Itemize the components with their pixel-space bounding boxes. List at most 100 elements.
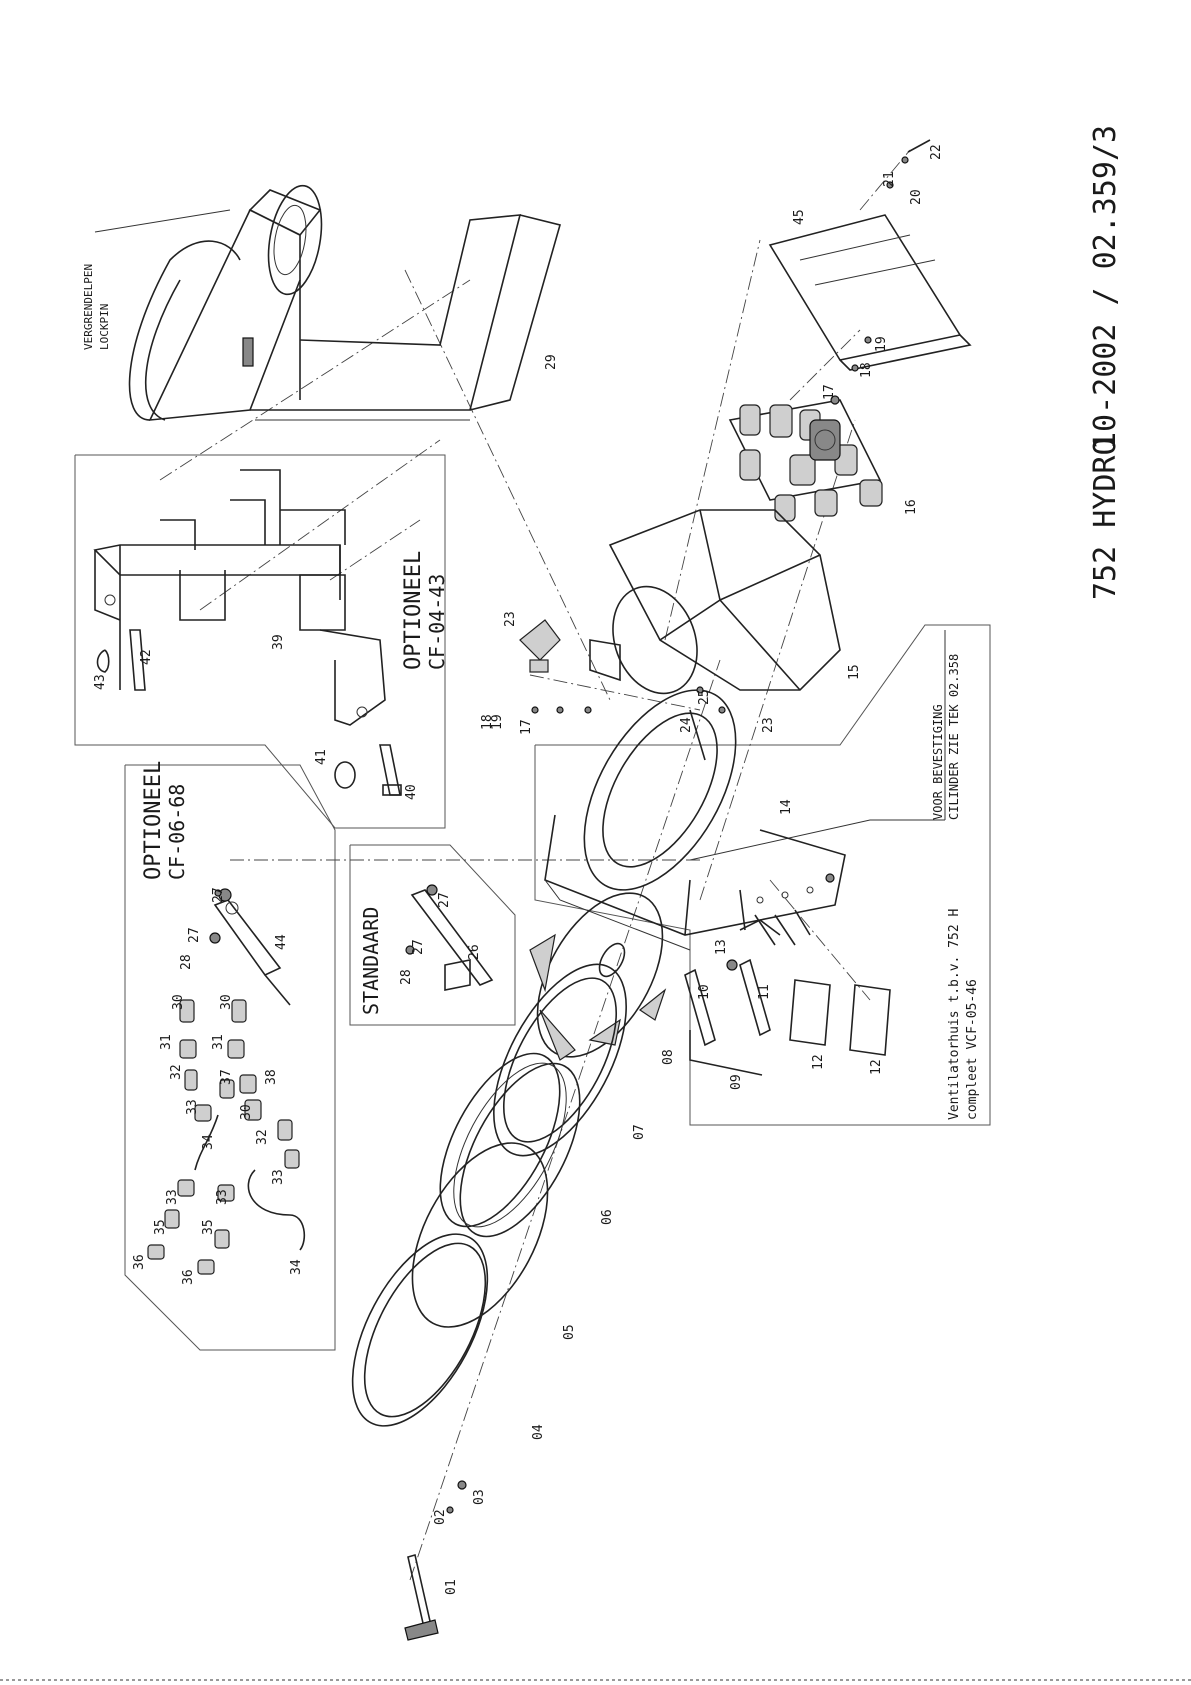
callout-01: 01 xyxy=(444,1579,459,1595)
part-11-pin xyxy=(739,958,771,1037)
callout-14: 14 xyxy=(779,799,794,815)
callout-45: 45 xyxy=(792,209,807,225)
cilinder-note-1: VOOR BEVESTIGING xyxy=(931,704,945,820)
part-26-standard-link xyxy=(405,884,494,991)
cilinder-note-leader xyxy=(689,819,945,861)
part-34-hoses xyxy=(194,1114,306,1251)
part-24-25-pins xyxy=(689,686,726,761)
part-29-frame-hopper xyxy=(128,184,561,421)
callout-31b: 31 xyxy=(211,1034,226,1050)
callout-20: 20 xyxy=(909,189,924,205)
callout-35b: 35 xyxy=(201,1219,216,1235)
frame-optioneel-cf-04-43 xyxy=(74,454,446,829)
part-43-clip xyxy=(96,649,110,673)
note-lockpin: LOCKPIN xyxy=(98,304,111,350)
callout-18a: 18 xyxy=(480,714,495,730)
callout-28b: 28 xyxy=(399,969,414,985)
hydraulic-fittings-30-38 xyxy=(147,999,300,1275)
optioneel-frame-title: OPTIONEEL xyxy=(401,551,426,670)
callout-02: 02 xyxy=(433,1509,448,1525)
standaard-label: STANDAARD xyxy=(359,907,383,1015)
drawing-title: 752 HYDRO xyxy=(1088,437,1123,600)
part-42-pin xyxy=(129,629,146,691)
callout-13: 13 xyxy=(714,939,729,955)
callout-22: 22 xyxy=(929,144,944,160)
part-10-pin xyxy=(684,968,716,1047)
callout-43: 43 xyxy=(93,674,108,690)
callout-17b: 17 xyxy=(822,384,837,400)
part-45-cover-plate xyxy=(768,214,972,371)
callout-27b: 27 xyxy=(187,927,202,943)
optioneel-cyl-title: OPTIONEEL xyxy=(141,761,166,880)
part-14-nut xyxy=(825,873,835,883)
callout-35a: 35 xyxy=(153,1219,168,1235)
callout-44: 44 xyxy=(274,934,289,950)
note-vergrendelpen: VERGRENDELPEN xyxy=(82,264,95,350)
lockpin-leader xyxy=(94,209,231,233)
callout-42: 42 xyxy=(139,649,154,665)
housing-note-1: Ventilatorhuis t.b.v. 752 H xyxy=(947,909,962,1120)
part-09-rod xyxy=(689,1030,763,1076)
part-12b-flap xyxy=(849,984,891,1056)
callout-12b: 12 xyxy=(869,1059,884,1075)
callout-31a: 31 xyxy=(159,1034,174,1050)
part-15-outlet-spout xyxy=(589,509,841,695)
callout-24: 24 xyxy=(679,717,694,733)
part-07-gasket xyxy=(493,963,627,1157)
callout-12a: 12 xyxy=(811,1054,826,1070)
part-14-fan-housing xyxy=(544,689,846,951)
callout-32b: 32 xyxy=(255,1129,270,1145)
callout-39: 39 xyxy=(271,634,286,650)
callout-05: 05 xyxy=(562,1324,577,1340)
callout-18b: 18 xyxy=(859,362,874,378)
callout-28a: 28 xyxy=(179,954,194,970)
optioneel-frame-code: CF-04-43 xyxy=(425,574,449,670)
cilinder-note-2: CILINDER ZIE TEK 02.358 xyxy=(947,654,961,820)
callout-03: 03 xyxy=(472,1489,487,1505)
part-40-pin xyxy=(379,744,402,796)
callout-36a: 36 xyxy=(132,1254,147,1270)
title-block: 752 HYDRO 10-2002 / 02.359/3 xyxy=(1088,125,1123,600)
callout-33b: 33 xyxy=(165,1189,180,1205)
part-39-optional-frame xyxy=(93,469,386,726)
callout-19b: 19 xyxy=(874,336,889,352)
callout-17a: 17 xyxy=(519,719,534,735)
frame-optioneel-cf-06-68 xyxy=(124,764,336,1351)
callout-34a: 34 xyxy=(201,1134,216,1150)
part-16-hydraulic-valve-block xyxy=(728,399,883,522)
hardware-17-22 xyxy=(531,139,931,714)
callout-11: 11 xyxy=(757,984,772,1000)
part-44-hydraulic-cylinder xyxy=(209,888,291,1006)
callout-38: 38 xyxy=(264,1069,279,1085)
part-02-washer xyxy=(446,1506,454,1514)
callout-27d: 27 xyxy=(411,939,426,955)
optioneel-cyl-code: CF-06-68 xyxy=(165,784,189,880)
callout-16: 16 xyxy=(904,499,919,515)
drawing-number: 10-2002 / 02.359/3 xyxy=(1088,125,1123,450)
callout-25: 25 xyxy=(697,689,712,705)
part-01-bolt xyxy=(404,1553,439,1641)
callout-09: 09 xyxy=(729,1074,744,1090)
callout-37: 37 xyxy=(219,1069,234,1085)
callout-33c: 33 xyxy=(215,1189,230,1205)
callout-40: 40 xyxy=(404,784,419,800)
frame-standaard xyxy=(349,844,516,1026)
callout-27c: 27 xyxy=(437,892,452,908)
callout-29: 29 xyxy=(544,354,559,370)
callout-27a: 27 xyxy=(211,887,226,903)
part-41-clip xyxy=(334,761,356,789)
callout-36b: 36 xyxy=(181,1269,196,1285)
callout-numbers: 01 02 03 04 05 06 07 08 09 10 11 12 12 1… xyxy=(93,144,944,1595)
callout-07: 07 xyxy=(632,1124,647,1140)
callout-32a: 32 xyxy=(169,1064,184,1080)
callout-33a: 33 xyxy=(185,1099,200,1115)
part-06-screen-basket xyxy=(439,1052,581,1238)
part-03-nut xyxy=(457,1480,467,1490)
frame-ventilatorhuis xyxy=(534,624,991,1126)
housing-note-2: compleet VCF-05-46 xyxy=(965,979,980,1120)
part-23-bracket xyxy=(519,619,561,673)
callout-04: 04 xyxy=(531,1424,546,1440)
callout-23a: 23 xyxy=(503,611,518,627)
part-12a-flap xyxy=(789,979,831,1046)
